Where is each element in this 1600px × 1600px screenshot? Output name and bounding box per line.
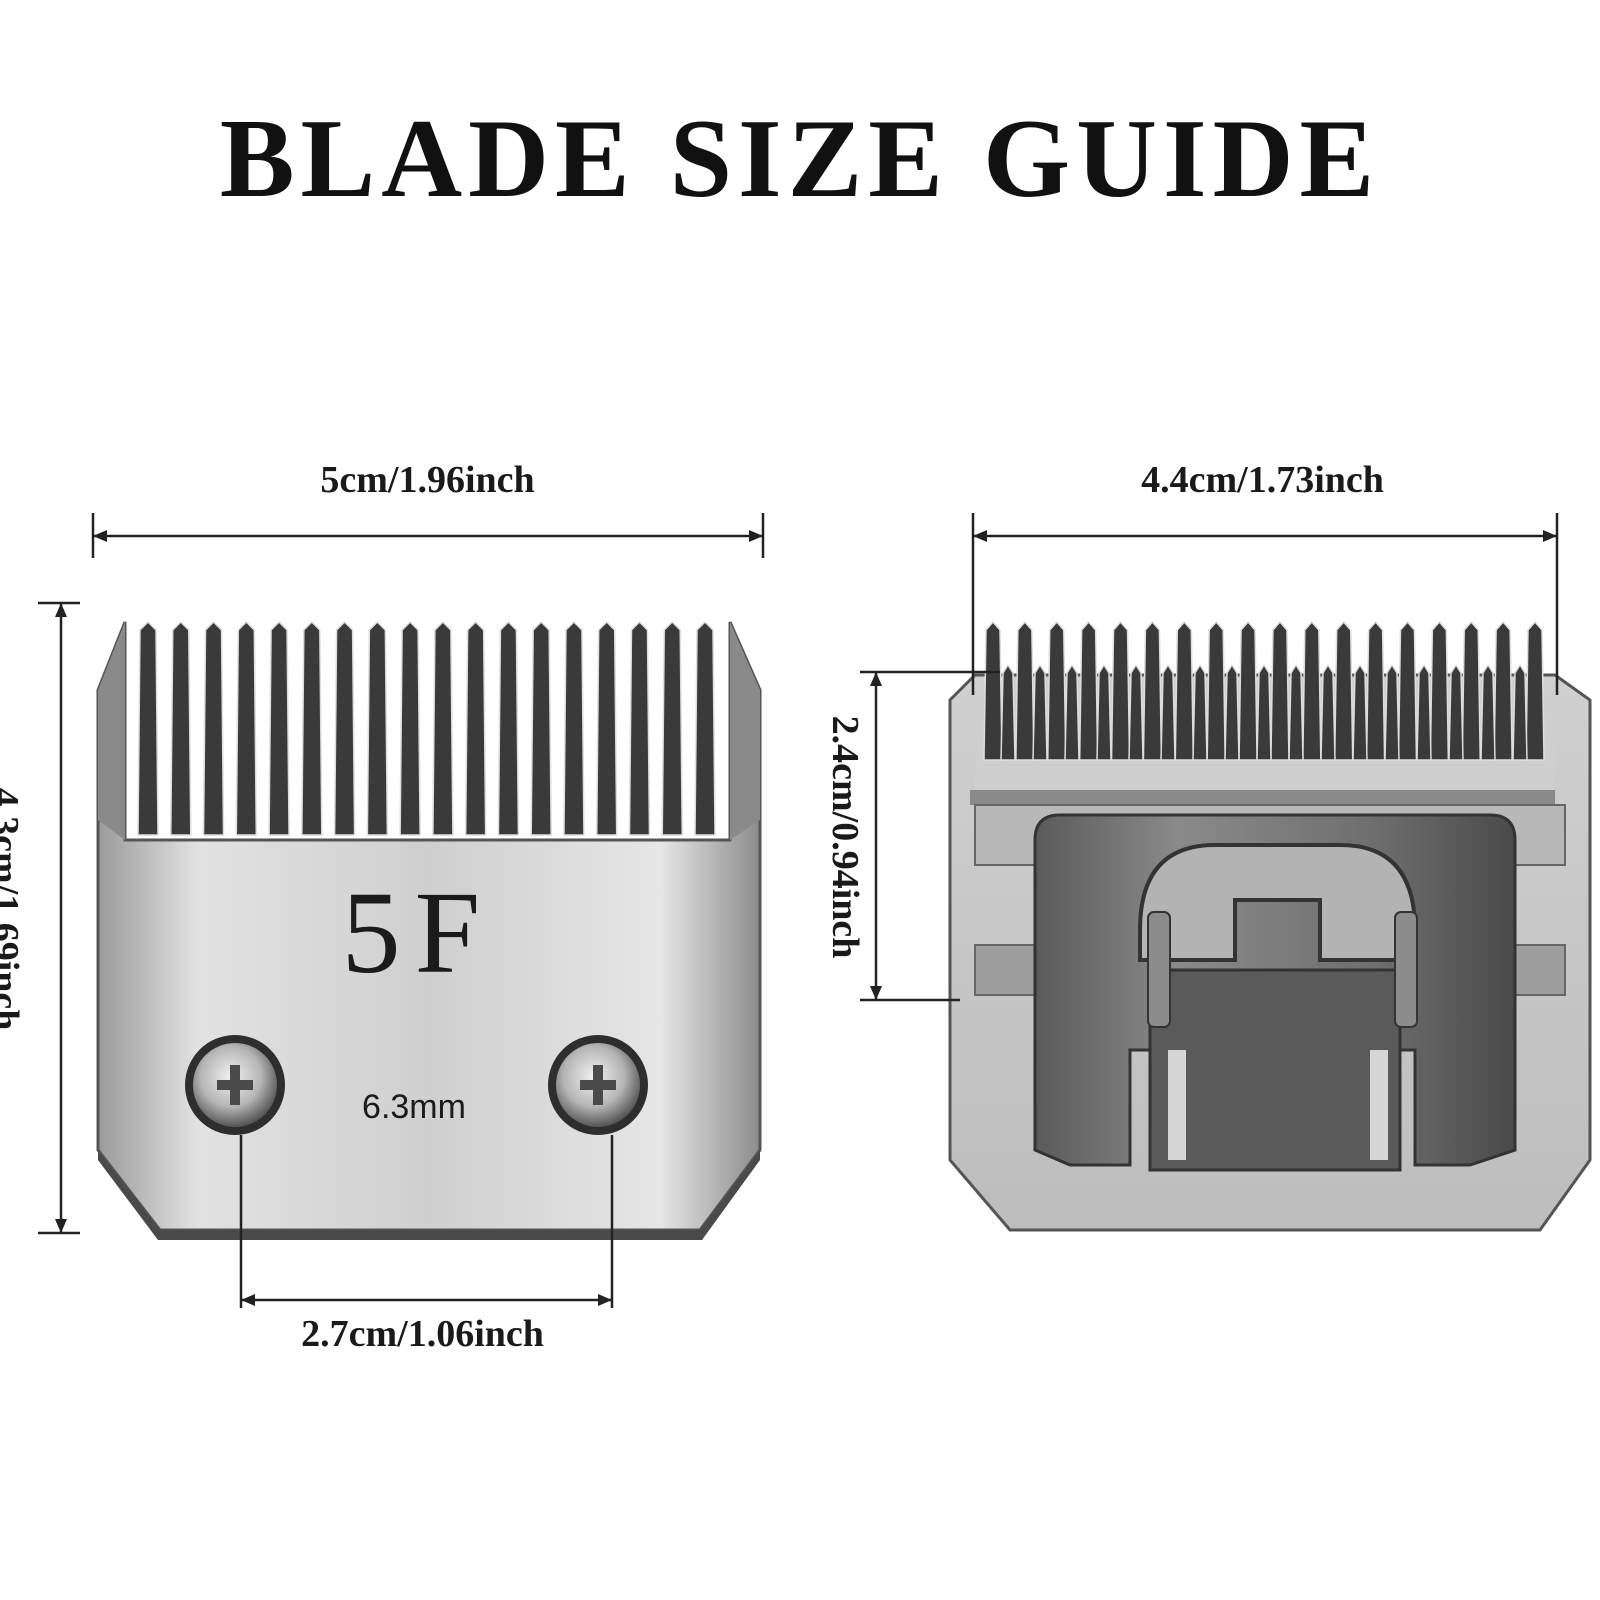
blade-tooth (1064, 663, 1080, 761)
blade-tooth (1270, 620, 1290, 761)
blade-tooth (1110, 620, 1131, 761)
back-height-label: 2.4cm/0.94inch (824, 715, 866, 959)
blade-tooth (1238, 620, 1258, 761)
blade-tooth (1416, 663, 1432, 761)
blade-code-label: 5F (342, 867, 495, 998)
blade-tooth (1384, 663, 1400, 761)
blade-tooth (497, 620, 520, 836)
front-blade: 5F 6.3mm (96, 620, 762, 1240)
blade-tooth (1192, 663, 1208, 761)
blade-tooth (202, 620, 225, 836)
blade-tooth (1160, 663, 1176, 761)
left-screw-icon (185, 1035, 285, 1135)
blade-tooth (1206, 620, 1226, 761)
blade-tooth (137, 620, 159, 836)
blade-tooth (1320, 663, 1336, 761)
blade-tooth (1461, 620, 1482, 761)
blade-tooth (1429, 620, 1450, 761)
blade-tooth (1078, 620, 1099, 761)
blade-tooth (1493, 620, 1513, 761)
blade-tooth (628, 620, 651, 836)
blade-tooth (333, 620, 356, 836)
back-width-label: 4.4cm/1.73inch (1141, 459, 1384, 501)
blade-tooth (1174, 620, 1195, 761)
tension-clip (1033, 813, 1517, 1172)
blade-tooth (1142, 620, 1163, 761)
blade-tooth (464, 620, 487, 836)
blade-tooth (366, 620, 389, 836)
back-blade-teeth (983, 620, 1545, 761)
blade-tooth (983, 620, 1003, 761)
blade-tooth (661, 620, 683, 836)
blade-tooth (563, 620, 585, 836)
blade-tooth (1397, 620, 1418, 761)
right-screw-icon (548, 1035, 648, 1135)
back-blade (948, 620, 1592, 1232)
blade-tooth (1096, 663, 1112, 761)
blade-tooth (1128, 663, 1144, 761)
blade-tooth (268, 620, 290, 836)
front-height-label: 4.3cm/1.69inch (0, 787, 26, 1031)
blade-tooth (1448, 663, 1464, 761)
blade-tooth (399, 620, 421, 836)
blade-tooth (1302, 620, 1322, 761)
blade-tooth (1512, 663, 1528, 761)
blade-tooth (530, 620, 552, 836)
back-dimension-lines (860, 513, 1559, 1002)
blade-tooth (595, 620, 618, 836)
blade-tooth (1352, 663, 1368, 761)
cut-length-label: 6.3mm (362, 1088, 466, 1126)
front-dimension-lines (38, 513, 765, 1308)
front-width-label: 5cm/1.96inch (320, 459, 535, 501)
blade-tooth (1046, 620, 1067, 761)
blade-tooth (1333, 620, 1354, 761)
blade-tooth (432, 620, 454, 836)
screw-spacing-label: 2.7cm/1.06inch (301, 1313, 544, 1355)
blade-tooth (1365, 620, 1386, 761)
page-title: BLADE SIZE GUIDE (219, 97, 1381, 221)
blade-tooth (694, 620, 716, 836)
blade-tooth (1525, 620, 1545, 761)
blade-tooth (1015, 620, 1035, 761)
blade-tooth (170, 620, 192, 836)
front-blade-teeth (137, 620, 716, 836)
blade-tooth (1480, 663, 1496, 761)
blade-tooth (1256, 663, 1272, 761)
blade-tooth (301, 620, 323, 836)
blade-tooth (1000, 663, 1016, 761)
blade-tooth (1224, 663, 1240, 761)
blade-tooth (1032, 663, 1048, 761)
blade-tooth (235, 620, 258, 836)
blade-tooth (1288, 663, 1304, 761)
